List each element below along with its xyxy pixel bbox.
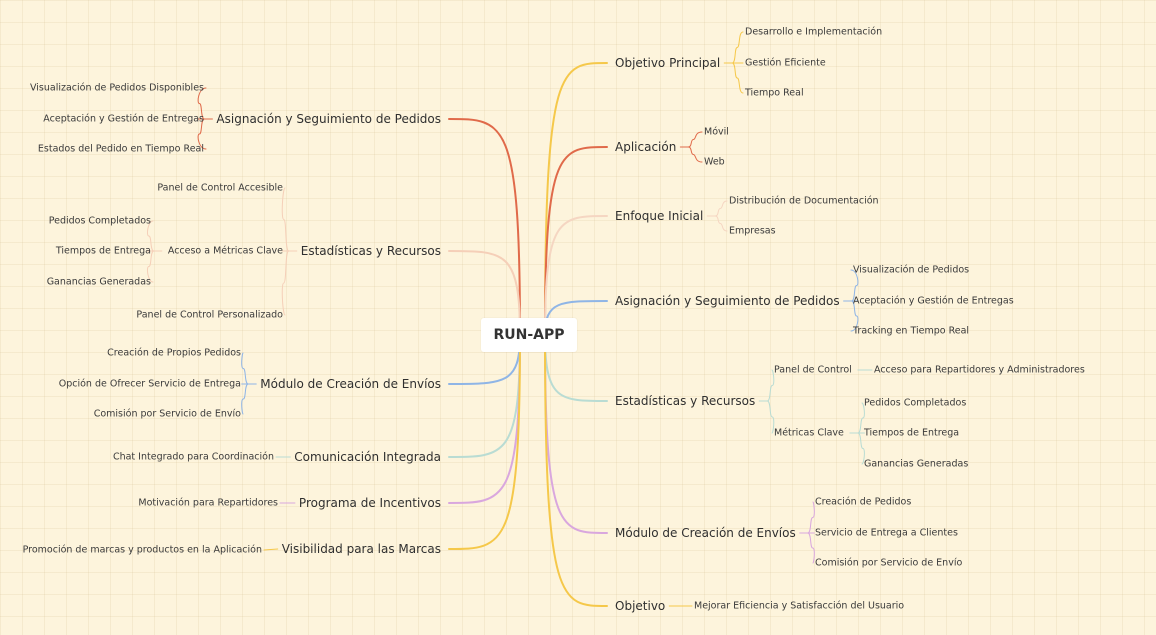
branch-right-6: [544, 334, 608, 607]
left-node-5-child-0[interactable]: Promoción de marcas y productos en la Ap…: [22, 544, 262, 556]
right-node-0-child-1[interactable]: Gestión Eficiente: [745, 57, 826, 69]
left-node-2-branch-2: [241, 383, 249, 415]
left-node-0-branch-0: [197, 87, 207, 120]
left-node-0-branch-2: [197, 118, 207, 150]
branch-left-4: [448, 334, 521, 504]
right-node-3[interactable]: Asignación y Seguimiento de Pedidos: [615, 294, 840, 308]
left-node-1-child-1[interactable]: Acceso a Métricas Clave: [167, 245, 283, 257]
branch-left-3: [448, 334, 521, 458]
branch-left-1: [448, 250, 521, 336]
right-node-2[interactable]: Enfoque Inicial: [615, 209, 704, 223]
right-node-4-branch-0: [766, 369, 775, 402]
right-node-4-child-1-leaf-1[interactable]: Tiempos de Entrega: [864, 427, 960, 439]
right-node-0[interactable]: Objetivo Principal: [615, 56, 721, 70]
right-node-4-child-0-leaf-0[interactable]: Acceso para Repartidores y Administrador…: [874, 364, 1085, 376]
right-node-2-child-1[interactable]: Empresas: [729, 225, 776, 237]
left-node-5-line: [263, 548, 279, 551]
right-node-0-child-0[interactable]: Desarrollo e Implementación: [745, 26, 883, 38]
left-node-0-child-2[interactable]: Estados del Pedido en Tiempo Real: [37, 143, 204, 155]
right-node-0-child-2[interactable]: Tiempo Real: [745, 87, 804, 99]
right-node-1[interactable]: Aplicación: [615, 140, 677, 154]
right-node-0-branch-0: [731, 31, 744, 64]
right-node-6-child-0[interactable]: Mejorar Eficiencia y Satisfacción del Us…: [694, 600, 905, 612]
left-node-2[interactable]: Módulo de Creación de Envíos: [260, 377, 441, 391]
left-node-1-child-1-leaf-2[interactable]: Ganancias Generadas: [46, 276, 151, 288]
left-node-1-child-1-leaf-0[interactable]: Pedidos Completados: [48, 215, 151, 227]
right-node-1-branch-0: [687, 131, 703, 148]
right-node-4-child-1-branch-2: [857, 432, 865, 465]
right-node-4-branch-1: [766, 400, 775, 434]
right-node-3-branch-2: [850, 300, 859, 332]
branch-left-5: [448, 334, 521, 550]
right-node-0-branch-2: [731, 62, 744, 94]
right-node-2-branch-0: [714, 200, 728, 217]
left-node-3-child-0[interactable]: Chat Integrado para Coordinación: [112, 451, 274, 463]
left-node-1-branch-2: [281, 250, 290, 316]
right-node-5[interactable]: Módulo de Creación de Envíos: [615, 526, 796, 540]
branch-right-1: [544, 146, 608, 336]
left-node-1-child-1-branch-2: [146, 250, 155, 283]
left-node-0-child-1[interactable]: Aceptación y Gestión de Entregas: [43, 113, 204, 125]
right-node-4-child-0[interactable]: Panel de Control: [774, 364, 852, 376]
left-node-4-child-0[interactable]: Motivación para Repartidores: [138, 497, 278, 509]
right-node-5-branch-0: [807, 501, 815, 534]
left-node-1-child-2[interactable]: Panel de Control Personalizado: [136, 309, 283, 321]
left-node-1-child-1-leaf-1[interactable]: Tiempos de Entrega: [55, 245, 151, 257]
right-node-1-child-1[interactable]: Web: [704, 156, 725, 168]
branch-right-2: [544, 215, 608, 336]
left-node-2-branch-0: [241, 352, 249, 385]
right-node-1-child-0[interactable]: Móvil: [704, 126, 729, 138]
right-node-5-branch-2: [807, 532, 815, 564]
right-node-1-branch-1: [687, 146, 703, 163]
left-node-0-child-0[interactable]: Visualización de Pedidos Disponibles: [29, 82, 204, 94]
left-node-3[interactable]: Comunicación Integrada: [294, 450, 441, 464]
right-node-3-child-0[interactable]: Visualización de Pedidos: [853, 264, 970, 276]
right-node-2-branch-1: [714, 215, 728, 232]
right-node-6[interactable]: Objetivo: [615, 599, 666, 613]
right-node-4-child-1-leaf-0[interactable]: Pedidos Completados: [864, 397, 967, 409]
right-node-4-child-1[interactable]: Métricas Clave: [774, 427, 844, 439]
branch-right-0: [544, 62, 608, 336]
left-node-0[interactable]: Asignación y Seguimiento de Pedidos: [216, 112, 441, 126]
right-node-2-child-0[interactable]: Distribución de Documentación: [729, 195, 879, 207]
right-node-5-child-2[interactable]: Comisión por Servicio de Envío: [815, 557, 963, 569]
right-node-4-child-1-leaf-2[interactable]: Ganancias Generadas: [864, 458, 969, 470]
right-node-4[interactable]: Estadísticas y Recursos: [615, 394, 756, 408]
right-node-5-child-1[interactable]: Servicio de Entrega a Clientes: [815, 527, 958, 539]
left-node-1-child-1-branch-0: [146, 220, 155, 252]
right-node-5-child-0[interactable]: Creación de Pedidos: [815, 496, 912, 508]
left-node-4[interactable]: Programa de Incentivos: [298, 496, 441, 510]
left-node-1-branch-0: [281, 187, 290, 252]
left-node-1[interactable]: Estadísticas y Recursos: [300, 244, 441, 258]
right-node-3-child-1[interactable]: Aceptación y Gestión de Entregas: [853, 295, 1014, 307]
root-node[interactable]: RUN-APP: [481, 318, 577, 352]
left-node-1-child-0[interactable]: Panel de Control Accesible: [157, 182, 283, 194]
right-node-4-child-1-branch-0: [857, 402, 865, 434]
branch-right-5: [544, 334, 608, 534]
left-node-2-child-1[interactable]: Opción de Ofrecer Servicio de Entrega: [58, 378, 241, 390]
left-node-2-child-0[interactable]: Creación de Propios Pedidos: [107, 347, 241, 359]
branch-left-0: [448, 118, 521, 336]
right-node-3-child-2[interactable]: Tracking en Tiempo Real: [853, 325, 970, 337]
left-node-5[interactable]: Visibilidad para las Marcas: [281, 542, 441, 556]
right-node-3-branch-0: [850, 269, 859, 302]
left-node-2-child-2[interactable]: Comisión por Servicio de Envío: [93, 408, 241, 420]
